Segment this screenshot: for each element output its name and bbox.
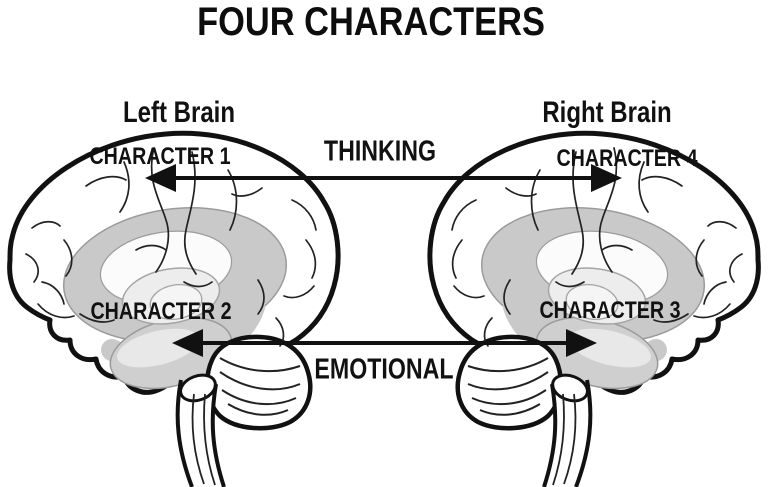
character-2-label: CHARACTER 2 [90,298,232,325]
character-3-label: CHARACTER 3 [539,297,681,324]
emotional-label: EMOTIONAL [314,353,454,386]
character-4-label: CHARACTER 4 [556,145,698,172]
emotional-arrow [172,329,597,357]
page-title: FOUR CHARACTERS [197,0,545,44]
left-brain-label: Left Brain [122,96,236,129]
thinking-arrow [145,164,622,192]
thinking-label: THINKING [323,135,437,168]
right-brain-label: Right Brain [542,96,672,129]
character-1-label: CHARACTER 1 [89,143,231,170]
